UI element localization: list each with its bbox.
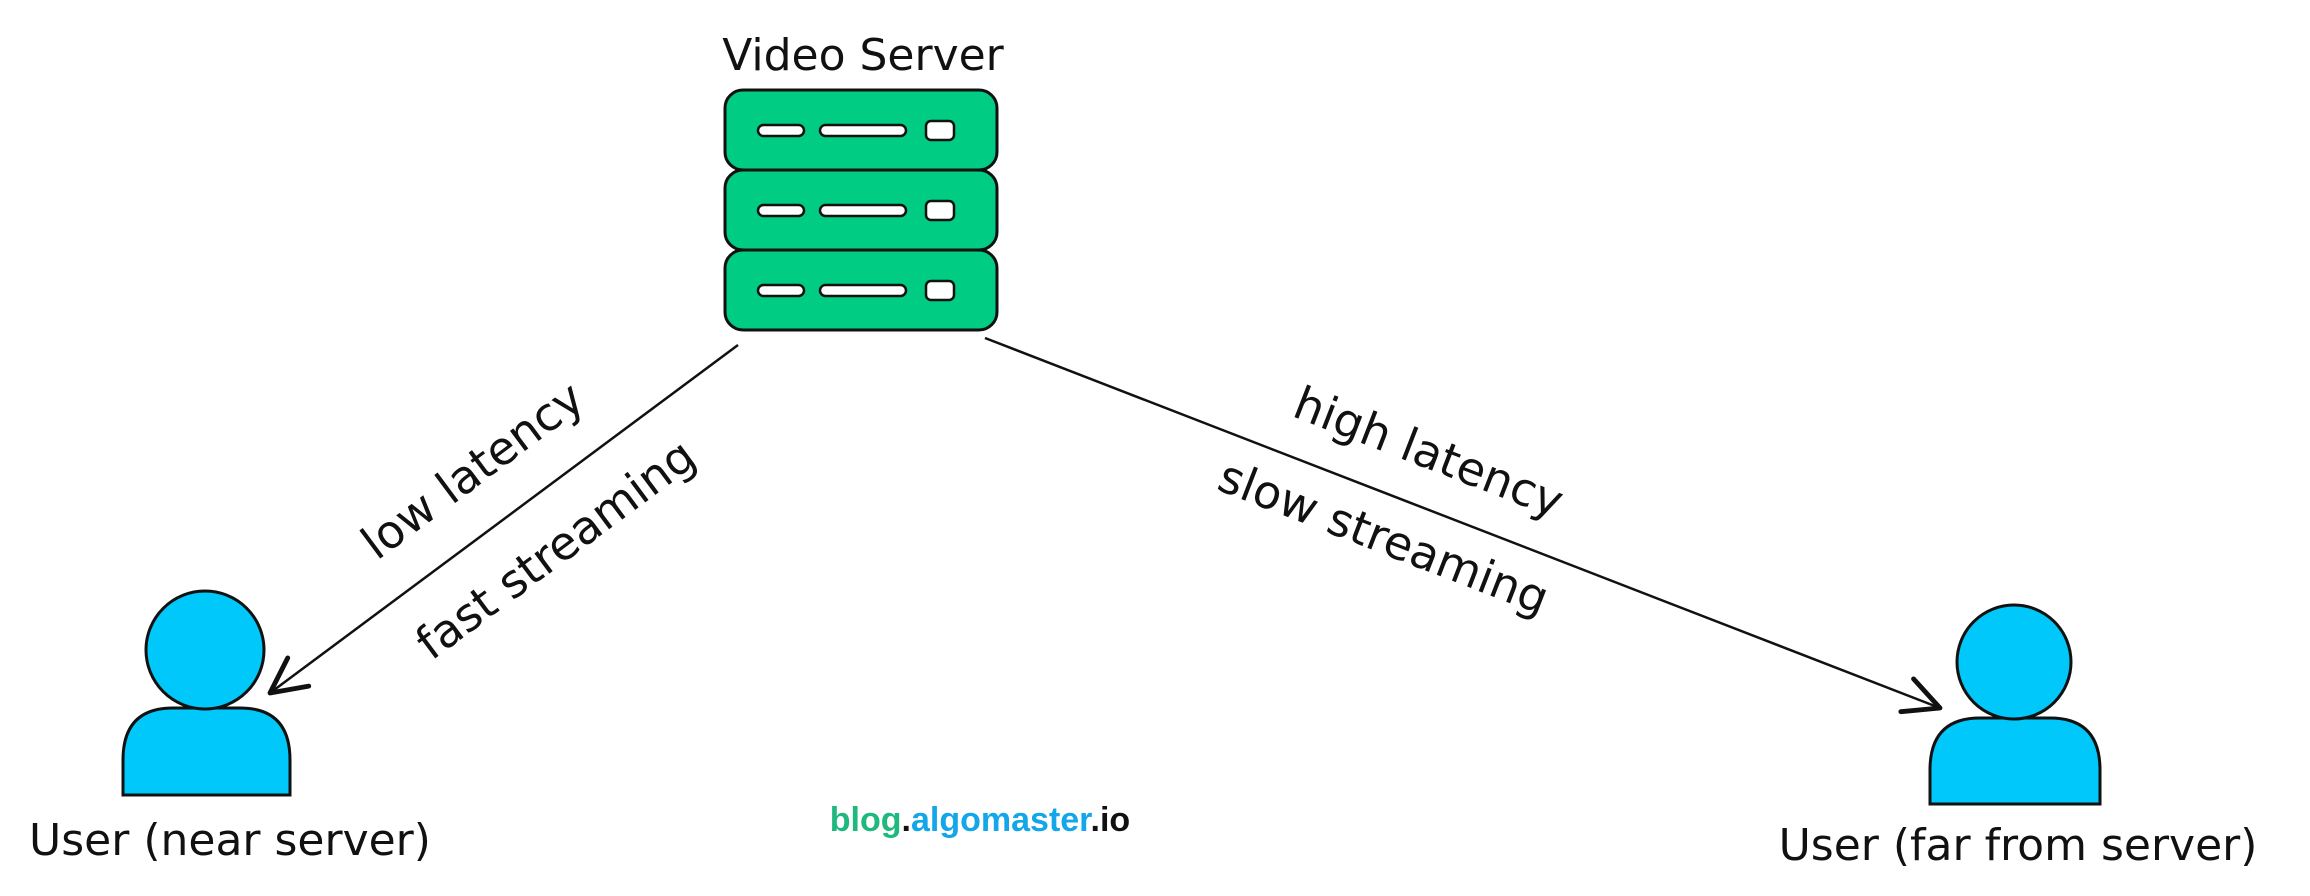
arrow-to-far-user [984, 336, 1943, 715]
user-near-label: User (near server) [29, 815, 431, 866]
server-slot-icon [818, 123, 908, 138]
brand-part-algomaster: algomaster [911, 801, 1092, 839]
server-slot-icon [756, 203, 806, 218]
brand-part-blog: blog [830, 801, 902, 839]
user-far-label: User (far from server) [1779, 820, 2258, 871]
server-label: Video Server [722, 30, 1004, 81]
user-body-icon [121, 706, 292, 797]
user-body-icon [1928, 716, 2102, 806]
arrow-to-near-user [267, 343, 739, 696]
server-icon [723, 88, 999, 332]
server-slot-icon [756, 123, 806, 138]
brand-part-io: io [1100, 801, 1130, 839]
server-slot-icon [756, 283, 806, 298]
brand-dot: . [902, 801, 911, 839]
brand-dot: . [1091, 801, 1100, 839]
server-led-icon [924, 199, 956, 222]
user-head-icon [144, 589, 266, 711]
user-head-icon [1955, 603, 2073, 721]
server-led-icon [924, 119, 956, 142]
brand-watermark: blog.algomaster.io [830, 801, 1130, 839]
server-led-icon [924, 279, 956, 302]
server-slot-icon [818, 283, 908, 298]
user-icon [121, 589, 292, 797]
user-icon [1928, 603, 2102, 806]
server-slot-icon [818, 203, 908, 218]
